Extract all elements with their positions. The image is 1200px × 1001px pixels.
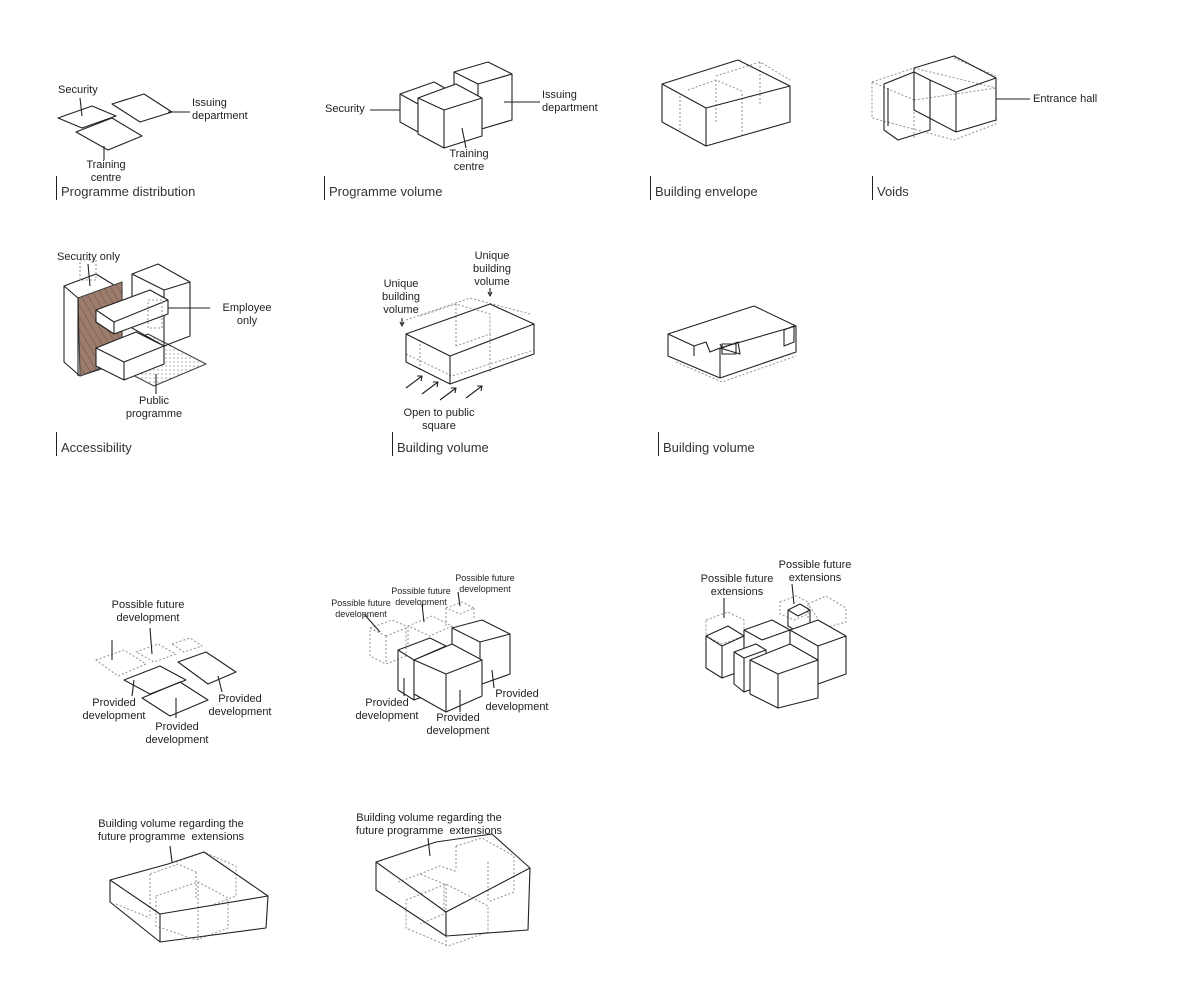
label-possible-future-development-4: Possible future development bbox=[455, 573, 515, 594]
caption-voids: Voids bbox=[872, 176, 909, 200]
label-possible-future-development-1: Possible future development bbox=[111, 599, 185, 624]
building-volume-diagram-2 bbox=[668, 306, 796, 382]
label-issuing-department: Issuing department bbox=[192, 97, 248, 122]
label-provided-development-5: Provided development bbox=[426, 712, 490, 737]
caption-building-volume-2: Building volume bbox=[658, 432, 755, 456]
accessibility-diagram bbox=[64, 259, 210, 394]
caption-accessibility: Accessibility bbox=[56, 432, 132, 456]
label-unique-building-volume-1: Unique building volume bbox=[382, 278, 420, 316]
label-security-volume: Security bbox=[325, 103, 365, 115]
future-development-plan-diagram bbox=[96, 628, 236, 718]
label-provided-development-4: Provided development bbox=[355, 697, 419, 722]
label-security: Security bbox=[58, 84, 98, 96]
programme-volume-diagram bbox=[370, 62, 540, 148]
label-employee-only: Employee only bbox=[222, 302, 272, 327]
label-issuing-department-volume: Issuing department bbox=[542, 89, 598, 114]
label-unique-building-volume-2: Unique building volume bbox=[473, 250, 511, 288]
label-building-volume-regarding-extensions-2: Building volume regarding the future pro… bbox=[355, 812, 503, 837]
label-possible-future-extensions-2: Possible future extensions bbox=[778, 559, 852, 584]
label-training-centre: Training centre bbox=[86, 159, 126, 184]
label-security-only: Security only bbox=[57, 251, 120, 263]
label-provided-development-6: Provided development bbox=[485, 688, 549, 713]
caption-programme-volume: Programme volume bbox=[324, 176, 442, 200]
extensions-volume-diagram-1 bbox=[110, 846, 268, 942]
building-envelope-diagram bbox=[662, 60, 790, 146]
label-possible-future-development-2: Possible future development bbox=[331, 598, 391, 619]
future-development-volume-diagram bbox=[364, 592, 510, 712]
building-volume-diagram-1 bbox=[400, 288, 534, 400]
label-entrance-hall: Entrance hall bbox=[1033, 93, 1098, 105]
voids-diagram bbox=[872, 56, 1030, 140]
label-provided-development-1: Provided development bbox=[82, 697, 146, 722]
programme-distribution-diagram bbox=[58, 94, 190, 160]
caption-programme-distribution: Programme distribution bbox=[56, 176, 195, 200]
label-open-to-public-square: Open to public square bbox=[403, 407, 475, 432]
label-building-volume-regarding-extensions-1: Building volume regarding the future pro… bbox=[97, 818, 245, 843]
caption-building-envelope: Building envelope bbox=[650, 176, 758, 200]
caption-building-volume-1: Building volume bbox=[392, 432, 489, 456]
label-possible-future-extensions-1: Possible future extensions bbox=[700, 573, 774, 598]
extensions-volume-diagram-2 bbox=[376, 834, 530, 946]
label-provided-development-2: Provided development bbox=[145, 721, 209, 746]
future-extensions-diagram bbox=[706, 584, 846, 708]
label-public-programme: Public programme bbox=[125, 395, 183, 420]
label-possible-future-development-3: Possible future development bbox=[391, 586, 451, 607]
label-provided-development-3: Provided development bbox=[208, 693, 272, 718]
label-training-centre-volume: Training centre bbox=[449, 148, 489, 173]
